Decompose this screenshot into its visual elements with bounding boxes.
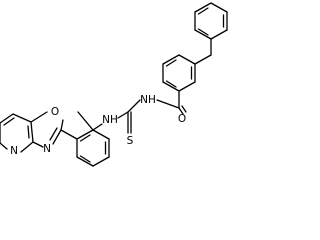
phenylene-ring: [162, 54, 212, 92]
oxazole-ring: [30, 111, 64, 148]
aryl-nh-bond: [92, 123, 103, 131]
tolyl-ring: [76, 129, 110, 167]
amide-oxygen-label: O: [178, 113, 186, 125]
pyridine-nitrogen-label: N: [10, 145, 18, 157]
structure-diagram: O NH S NH O N N: [0, 2, 228, 167]
oxazole-oxygen-label: O: [51, 106, 59, 118]
structure-canvas: O NH S NH O N N: [0, 2, 228, 167]
methyl-bond: [77, 111, 94, 131]
thiourea-linker: [117, 99, 180, 134]
pyridine-ring: [0, 113, 34, 153]
terminal-phenyl-ring: [194, 2, 228, 40]
aryl-nh-label: NH: [102, 114, 118, 126]
amide-nh-label: NH: [140, 94, 156, 106]
carbonyl-group: [178, 90, 187, 115]
thiocarbonyl-sulfur-label: S: [127, 135, 134, 147]
aryl-oxazole-bond: [60, 129, 78, 140]
oxazole-nitrogen-label: N: [43, 143, 51, 155]
